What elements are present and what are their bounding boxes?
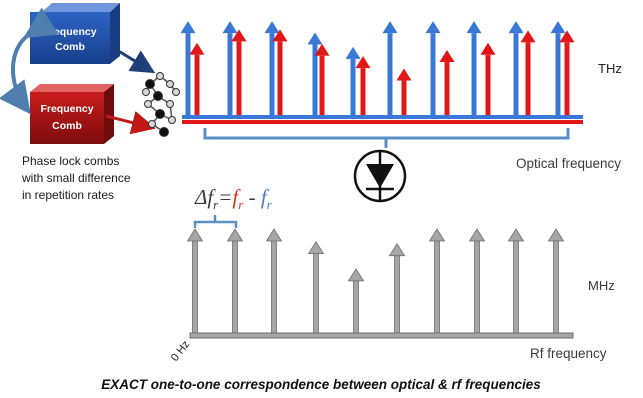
rf-axis xyxy=(189,332,574,339)
rf-axis-label: Rf frequency xyxy=(530,346,607,361)
frequency-comb-top: Frequency Comb xyxy=(30,3,120,64)
rf-comb-tooth xyxy=(265,228,283,335)
optical-blue-tooth xyxy=(382,21,398,119)
comb-bottom-label-1: Frequency xyxy=(40,103,93,115)
optical-axis-label: Optical frequency xyxy=(516,156,621,171)
optical-red-tooth xyxy=(314,43,330,119)
rf-comb-tooth xyxy=(347,268,365,335)
formula-sub-3: r xyxy=(267,197,273,212)
comb-bottom-label-2: Comb xyxy=(52,120,82,132)
optical-blue-tooth xyxy=(222,21,238,119)
optical-blue-tooth xyxy=(466,21,482,119)
optical-blue-tooth xyxy=(264,21,280,119)
rf-comb-tooth xyxy=(186,228,204,335)
optical-blue-tooth xyxy=(508,21,524,119)
rf-unit-label: MHz xyxy=(588,278,615,293)
rf-comb-tooth xyxy=(468,228,486,335)
rf-origin-label: 0 Hz xyxy=(169,339,192,364)
optical-red-tooth xyxy=(396,68,412,119)
comb-top-label-1: Frequency xyxy=(43,26,96,38)
spacing-bracket xyxy=(193,220,238,228)
optical-blue-tooth xyxy=(345,46,361,119)
formula-minus: - xyxy=(243,185,261,209)
rf-comb-tooth xyxy=(226,228,244,335)
optical-blue-tooth xyxy=(550,21,566,119)
comb-top-beam-arrow xyxy=(109,44,156,74)
optical-bracket xyxy=(203,128,570,140)
optical-red-tooth xyxy=(355,56,371,119)
frequency-comb-bottom: Frequency Comb xyxy=(30,84,114,144)
optical-blue-tooth xyxy=(307,32,323,120)
footer-caption: EXACT one-to-one correspondence between … xyxy=(101,377,541,392)
optical-red-tooth xyxy=(272,29,288,119)
formula-f-red: f xyxy=(232,185,241,209)
comb-bottom-beam-arrow xyxy=(105,110,156,135)
optical-red-tooth xyxy=(520,30,536,119)
optical-blue-tooth xyxy=(180,21,196,119)
rf-comb-tooth xyxy=(388,242,406,335)
optical-blue-tooth xyxy=(425,21,441,119)
optical-red-tooth xyxy=(439,49,455,119)
photodiode-icon xyxy=(353,149,407,203)
optical-red-tooth xyxy=(480,42,496,119)
formula-delta-f: Δf xyxy=(194,185,216,209)
crystal-sample-icon xyxy=(142,72,180,137)
rf-comb-tooth xyxy=(507,228,525,335)
rf-comb-tooth xyxy=(547,228,565,335)
caption-line-3: in repetition rates xyxy=(22,188,114,202)
formula-sub-1: r xyxy=(213,197,219,212)
optical-red-tooth xyxy=(559,30,575,119)
delta-fr-formula: Δfr=fr - fr xyxy=(194,185,273,212)
caption-line-2: with small difference xyxy=(21,171,131,185)
rf-comb-spectrum xyxy=(186,228,565,335)
formula-equals: = xyxy=(218,185,232,209)
optical-red-tooth xyxy=(231,29,247,119)
caption-line-1: Phase lock combs xyxy=(22,154,119,168)
formula-f-blue: f xyxy=(261,185,270,209)
rf-comb-tooth xyxy=(307,240,325,335)
optical-red-tooth xyxy=(189,42,205,119)
comb-top-label-2: Comb xyxy=(55,41,85,53)
optical-comb-spectrum xyxy=(180,21,575,120)
rf-comb-tooth xyxy=(428,228,446,335)
optical-unit-label: THz xyxy=(598,61,622,76)
formula-sub-2: r xyxy=(238,197,244,212)
phase-lock-loop-arrow xyxy=(0,7,59,115)
